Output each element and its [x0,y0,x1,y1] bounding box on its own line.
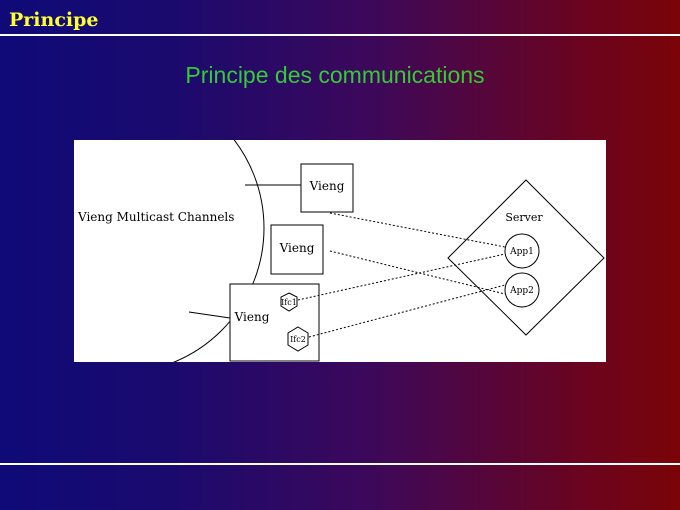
slide-title: Principe des communications [185,62,485,88]
server-label: Server [505,211,543,224]
vieng-node-1-label: Vieng [309,179,345,193]
ifc1-hexagon [280,292,298,312]
vieng-node-1 [300,163,354,213]
communication-diagram: Vieng Multicast Channels Vieng Vieng Vie… [74,140,606,362]
header-title: Principe [9,9,99,31]
ifc2-label: Ifc2 [290,335,306,344]
link-ifc2-app2 [308,284,506,338]
ifc2-hexagon [287,326,309,352]
multicast-channels-label: Vieng Multicast Channels [77,210,234,224]
diagram-canvas: Vieng Multicast Channels Vieng Vieng Vie… [77,140,605,362]
link-ifc1-app1 [297,253,506,301]
multicast-channels-circle [172,140,265,362]
footer-divider [0,463,680,465]
app2-label: App2 [509,286,534,296]
app1-circle [504,233,540,269]
app1-label: App1 [509,247,534,257]
link-vieng2-app2 [329,250,506,295]
server-diamond [447,179,605,336]
channel-link-3 [188,311,231,319]
link-vieng1-app1 [329,212,506,248]
vieng-node-3-label: Vieng [234,310,270,324]
header-divider [0,34,680,36]
vieng-node-2 [270,224,324,275]
app2-circle [504,272,540,308]
vieng-node-2-label: Vieng [279,241,315,255]
ifc1-label: Ifc1 [281,298,297,307]
vieng-node-3 [229,283,320,362]
